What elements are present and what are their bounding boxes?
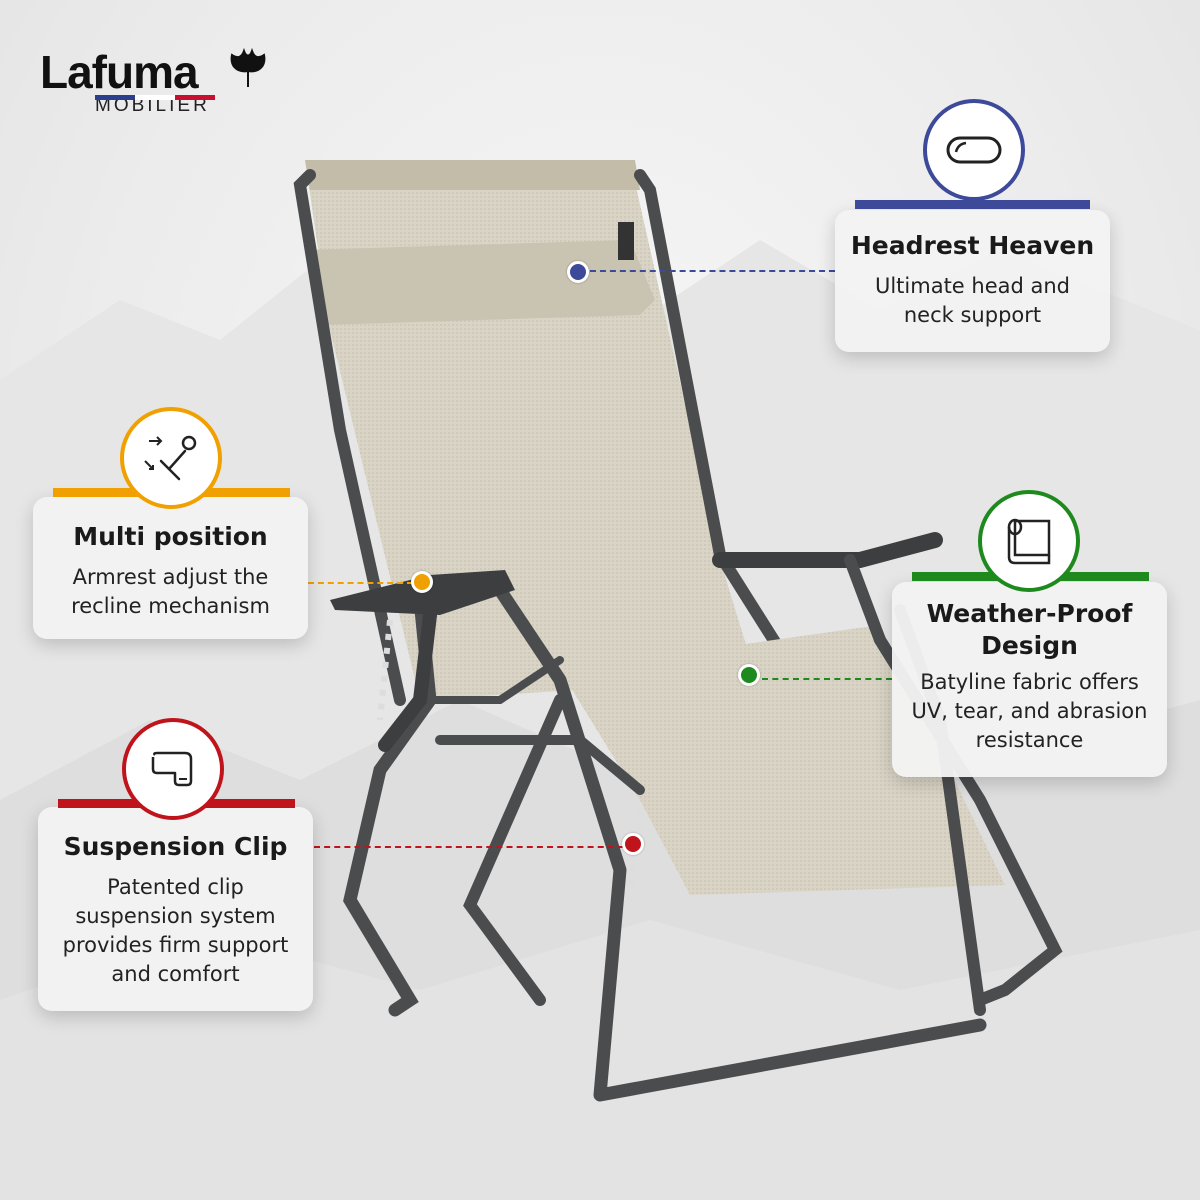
feature-icon-badge: [122, 718, 224, 820]
suspension-clip-hotspot[interactable]: [622, 833, 644, 855]
flag-red-stripe: [175, 95, 215, 100]
multi-position-connector-line: [308, 582, 413, 584]
suspension-clip-connector-line: [314, 846, 624, 848]
recline-person-icon: [144, 435, 197, 481]
feature-icon-badge: [120, 407, 222, 509]
feature-card-multi-position: Multi position Armrest adjust the reclin…: [33, 497, 308, 639]
feature-card-headrest: Headrest Heaven Ultimate head and neck s…: [835, 210, 1110, 352]
feature-icon-badge: [923, 99, 1025, 201]
weather-proof-connector-line: [762, 678, 892, 680]
headrest-connector-line: [590, 270, 835, 272]
feature-card-weather-proof: Weather-Proof Design Batyline fabric off…: [892, 582, 1167, 777]
leaf-icon: [230, 47, 266, 87]
feature-icon-badge: [978, 490, 1080, 592]
weather-proof-hotspot[interactable]: [738, 664, 760, 686]
flag-white-stripe: [135, 95, 175, 100]
feature-title: Multi position: [73, 522, 268, 551]
headrest-pillow-icon: [946, 136, 1002, 164]
feature-description: Armrest adjust the recline mechanism: [71, 565, 270, 618]
brand-subtitle: MOBILIER: [95, 95, 210, 116]
feature-description: Patented clip suspension system provides…: [62, 875, 289, 986]
feature-title: Suspension Clip: [63, 832, 288, 861]
brand-name: Lafuma: [40, 46, 199, 98]
feature-title: Headrest Heaven: [850, 231, 1095, 260]
headrest-hotspot[interactable]: [567, 261, 589, 283]
feature-title: Weather-Proof Design: [926, 599, 1133, 660]
feature-description: Batyline fabric offers UV, tear, and abr…: [911, 670, 1148, 752]
brand-logo: Lafuma MOBILIER: [40, 45, 280, 155]
feature-card-suspension-clip: Suspension Clip Patented clip suspension…: [38, 807, 313, 1011]
feature-accent-bar: [855, 200, 1090, 209]
flag-blue-stripe: [95, 95, 135, 100]
clip-icon: [151, 751, 193, 787]
fabric-roll-icon: [1007, 518, 1051, 565]
feature-description: Ultimate head and neck support: [874, 274, 1071, 327]
multi-position-hotspot[interactable]: [411, 571, 433, 593]
